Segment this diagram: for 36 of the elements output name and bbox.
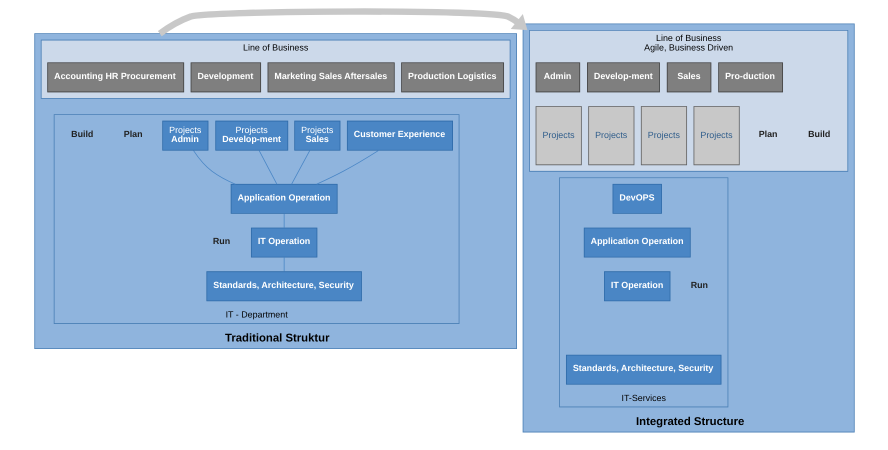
arrow [157, 8, 527, 36]
connector [283, 213, 284, 228]
node-box: Projects [588, 106, 634, 166]
node-box: Marketing Sales Aftersales [267, 62, 394, 92]
node-box: Application Operation [230, 184, 338, 214]
label: Run [690, 280, 708, 290]
node-box: DevOPS [612, 184, 662, 214]
node-box: Standards, Architecture, Security [565, 354, 721, 385]
node-box: Standards, Architecture, Security [206, 271, 362, 302]
label: Run [212, 236, 230, 246]
node-box: Projects [640, 106, 687, 166]
node-box: IT Operation [250, 228, 317, 258]
connector [316, 150, 379, 185]
connector [290, 150, 310, 184]
label: Build [808, 129, 830, 140]
node-box: IT Operation [604, 271, 670, 302]
node-box: Pro-duction [718, 62, 783, 92]
node-box: Projects Sales [294, 120, 340, 151]
node-box: Accounting HR Procurement [46, 62, 184, 92]
connector [192, 150, 236, 185]
label: Plan [123, 129, 142, 140]
label: Plan [758, 129, 777, 140]
node-box: Application Operation [583, 228, 690, 258]
node-box: Customer Experience [346, 120, 452, 151]
node-box: Development [190, 62, 261, 92]
node-box: Production Logistics [400, 62, 504, 92]
connector [283, 256, 284, 272]
node-box: Projects [693, 106, 740, 166]
node-box: Admin [535, 62, 580, 92]
node-box: Projects [535, 106, 582, 166]
node-box: Develop-ment [586, 62, 660, 92]
label: Build [70, 129, 93, 140]
connector [258, 150, 277, 184]
node-box: Projects Admin [162, 120, 208, 151]
node-box: Projects Develop-ment [214, 120, 288, 151]
node-box: Sales [666, 62, 711, 92]
